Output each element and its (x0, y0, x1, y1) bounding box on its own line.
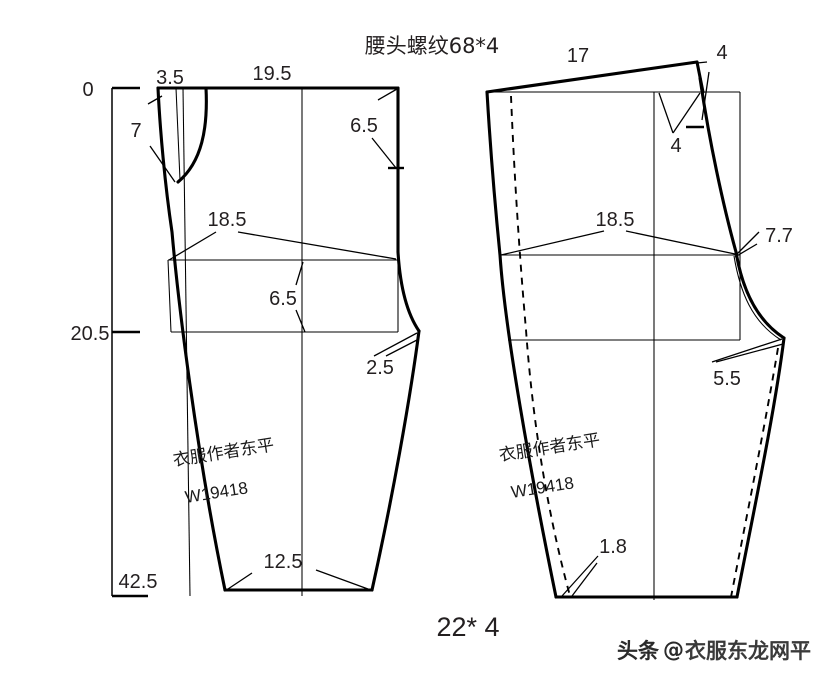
axis-tick-labels: 0 20.5 42.5 (71, 79, 158, 593)
left-piece-outline (156, 86, 421, 592)
label-hip-line: 18.5 (208, 209, 247, 231)
axis-tick-20-5: 20.5 (71, 323, 110, 345)
label-corner-rise: 4 (716, 42, 727, 64)
page-title: 腰头螺纹68*4 (365, 34, 500, 58)
signature-cn: 衣服作者东平 (172, 435, 276, 471)
label-hem-offset: 1.8 (599, 536, 627, 558)
watermark: 头条 @ 衣服东龙网平 (617, 635, 811, 665)
label-crotch-ext: 2.5 (366, 357, 394, 379)
label-dart-depth: 4 (670, 135, 681, 157)
label-rise-left: 7 (130, 120, 141, 142)
left-piece-leaders (147, 88, 418, 590)
right-piece-dimension-labels: 17 4 4 18.5 7.7 5.5 1.8 (567, 42, 793, 558)
label-hem-half: 12.5 (264, 551, 303, 573)
right-signature: 衣服作者东平 W19418 (498, 430, 602, 502)
watermark-at-sign: @ (663, 638, 684, 662)
watermark-username: 衣服东龙网平 (685, 639, 811, 663)
label-right-top-seg: 6.5 (350, 115, 378, 137)
label-waist-width: 17 (567, 45, 589, 67)
label-hip-line: 18.5 (596, 209, 635, 231)
right-piece-dashed-guides (510, 95, 779, 598)
measurement-axis (111, 86, 148, 598)
label-dart-top: 3.5 (156, 67, 184, 89)
axis-tick-42-5: 42.5 (119, 571, 158, 593)
left-signature: 衣服作者东平 W19418 (172, 435, 276, 507)
signature-code: W19418 (510, 473, 576, 502)
axis-tick-0: 0 (82, 79, 93, 101)
signature-cn: 衣服作者东平 (498, 430, 602, 466)
watermark-brand: 头条 (617, 639, 659, 663)
right-piece-outline (485, 60, 786, 599)
right-piece-leaders (500, 61, 784, 597)
bottom-size-label: 22* 4 (436, 612, 499, 642)
label-waist-width: 19.5 (253, 63, 292, 85)
left-piece-dimension-labels: 3.5 19.5 7 6.5 18.5 6.5 2.5 12.5 (130, 63, 393, 573)
right-construction-lines (489, 91, 741, 600)
signature-code: W19418 (184, 478, 250, 507)
label-center-drop: 6.5 (269, 288, 297, 310)
label-crotch-curve: 5.5 (713, 368, 741, 390)
right-piece-inner-curve (733, 255, 782, 341)
label-crotch-ext: 7.7 (765, 225, 793, 247)
